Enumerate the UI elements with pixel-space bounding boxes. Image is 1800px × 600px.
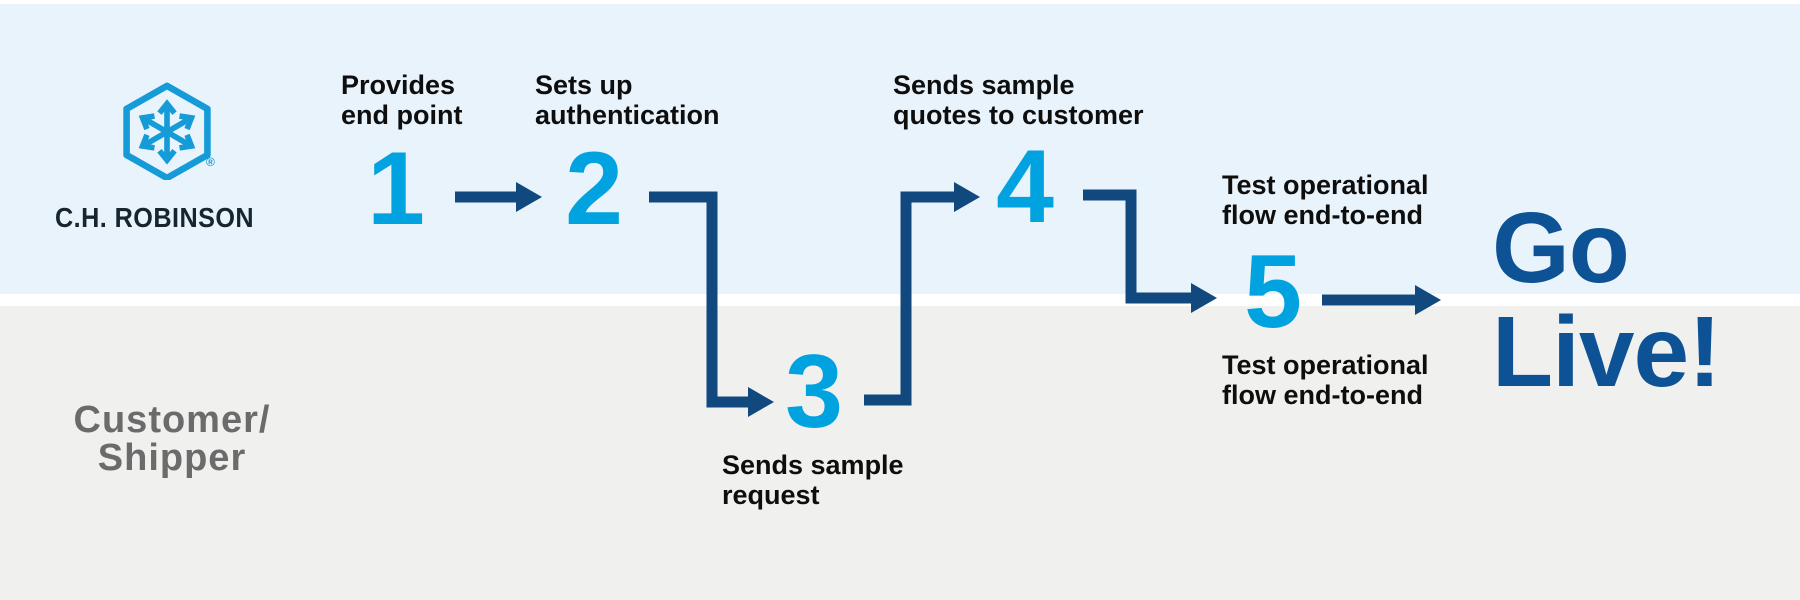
registered-trademark: ® bbox=[206, 155, 215, 169]
arrowhead-5-icon bbox=[1415, 285, 1441, 315]
arrowhead-4-icon bbox=[1191, 283, 1217, 313]
customer-lane-label: Customer/ Shipper bbox=[40, 401, 304, 477]
step-5-label-above: Test operational flow end-to-end bbox=[1222, 170, 1429, 230]
lane-customer bbox=[0, 306, 1800, 600]
arrow-3-to-4 bbox=[864, 191, 956, 406]
step-2-label: Sets up authentication bbox=[535, 70, 720, 130]
customer-label-line2: Shipper bbox=[97, 437, 247, 479]
go-live-text: Go Live! bbox=[1492, 192, 1721, 408]
step-4-number: 4 bbox=[996, 129, 1054, 245]
hexagon-arrows-icon bbox=[123, 82, 211, 180]
brand-wordmark: C.H. ROBINSON bbox=[55, 202, 255, 233]
arrow-2-to-3 bbox=[649, 191, 750, 408]
arrowhead-2-icon bbox=[748, 387, 774, 417]
step-5-number: 5 bbox=[1244, 234, 1302, 350]
step-3-number: 3 bbox=[785, 334, 843, 450]
arrowhead-1-icon bbox=[516, 182, 542, 212]
step-4-label: Sends sample quotes to customer bbox=[893, 70, 1144, 130]
step-2-number: 2 bbox=[565, 131, 623, 247]
step-3-label: Sends sample request bbox=[722, 450, 904, 510]
arrow-4-to-5 bbox=[1083, 189, 1193, 304]
step-1-label: Provides end point bbox=[341, 70, 463, 130]
step-1-number: 1 bbox=[367, 131, 425, 247]
customer-label-line1: Customer/ bbox=[73, 399, 271, 441]
arrowhead-3-icon bbox=[954, 182, 980, 212]
step-5-label-below: Test operational flow end-to-end bbox=[1222, 350, 1429, 410]
lane-chrobinson bbox=[0, 4, 1800, 294]
